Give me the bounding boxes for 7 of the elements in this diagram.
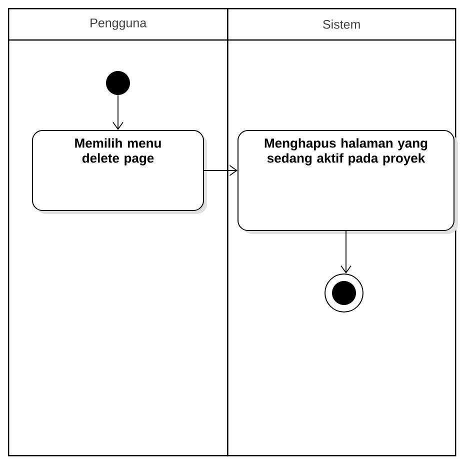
arrow (112, 94, 124, 130)
arrow (204, 165, 238, 176)
arrow (340, 230, 352, 274)
end-node (324, 274, 364, 312)
start-node (106, 71, 130, 95)
action-box: Memilih menu delete page (32, 130, 207, 214)
action-box: Menghapus halaman yang sedang aktif pada proyek (238, 130, 458, 234)
